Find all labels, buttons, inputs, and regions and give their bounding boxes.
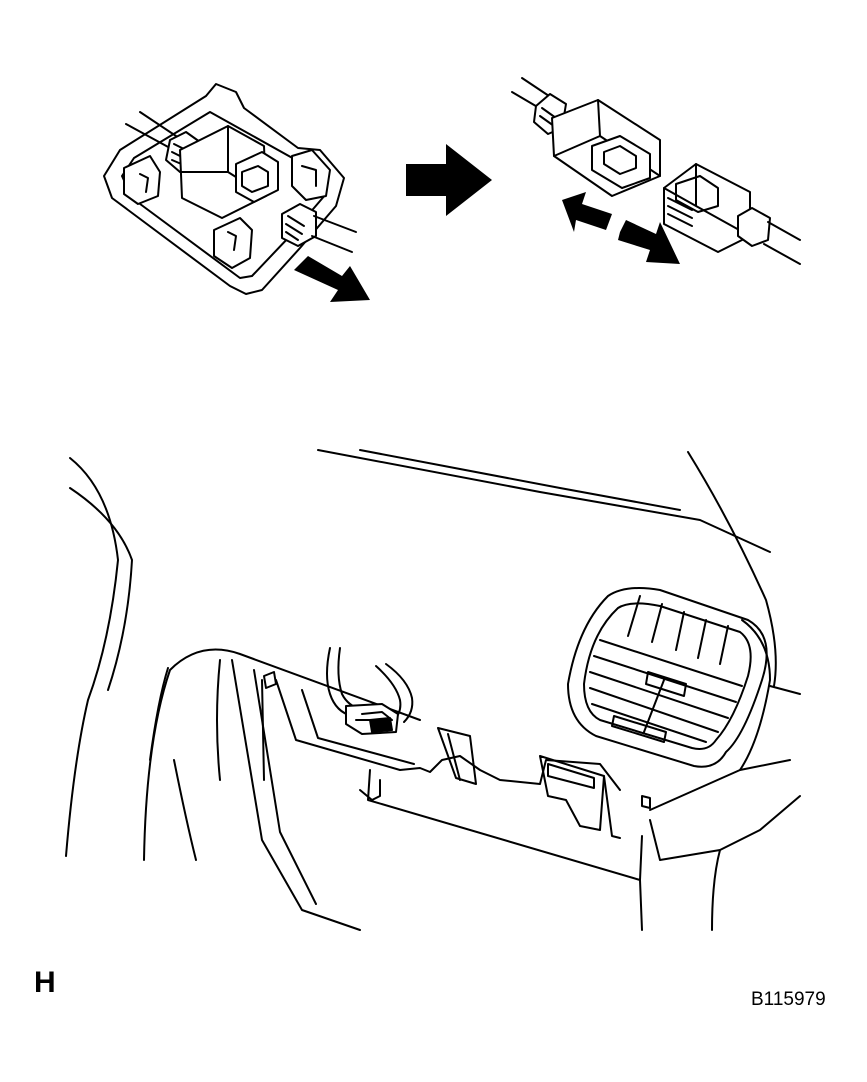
pillar-trim-outer [66, 458, 118, 856]
wire-right [768, 222, 800, 240]
lower-panel [368, 770, 642, 880]
connector-female [664, 164, 750, 252]
wire-right-lower [312, 236, 352, 252]
harness-wire-1 [327, 648, 352, 716]
connector-male-latch [592, 136, 650, 188]
harness-wire-2 [338, 648, 362, 710]
bracket-clip-right [292, 150, 330, 200]
air-vent-bezel [568, 588, 767, 767]
connector-bracket-assembly [104, 84, 370, 302]
panel-slot-center [540, 756, 604, 830]
dashboard-upper-line [360, 450, 680, 510]
dash-lower-left-curve [144, 650, 420, 860]
bracket-clip-front-left [124, 156, 160, 204]
harness-boot-right [738, 208, 770, 246]
next-step-arrow [406, 144, 492, 216]
separation-arrow-left [562, 192, 612, 232]
wire-left-lower [140, 112, 176, 136]
windshield-edge [688, 452, 776, 686]
connector-separation-assembly [512, 78, 800, 264]
view-label: H [34, 966, 56, 999]
panel-slot-left [438, 728, 476, 784]
pillar-trim-inner [70, 488, 132, 690]
air-vent-knob [646, 672, 686, 696]
air-vent-lower-slot [612, 716, 666, 742]
dash-side-line [150, 668, 168, 760]
connector-clip-hole [264, 672, 276, 688]
wire-right-upper [314, 216, 356, 232]
kick-panel-outer [232, 660, 360, 930]
bracket-clip-front-right [214, 218, 252, 268]
figure-code: B115979 [751, 989, 826, 1010]
harness-wire-4 [386, 664, 412, 722]
pull-direction-arrow [294, 256, 370, 302]
dashboard-top-edge [318, 450, 770, 552]
separation-arrow-right [618, 220, 680, 264]
instrument-panel-view [66, 450, 800, 930]
lower-cover-opening [276, 680, 620, 790]
air-vent-opening [584, 603, 751, 749]
